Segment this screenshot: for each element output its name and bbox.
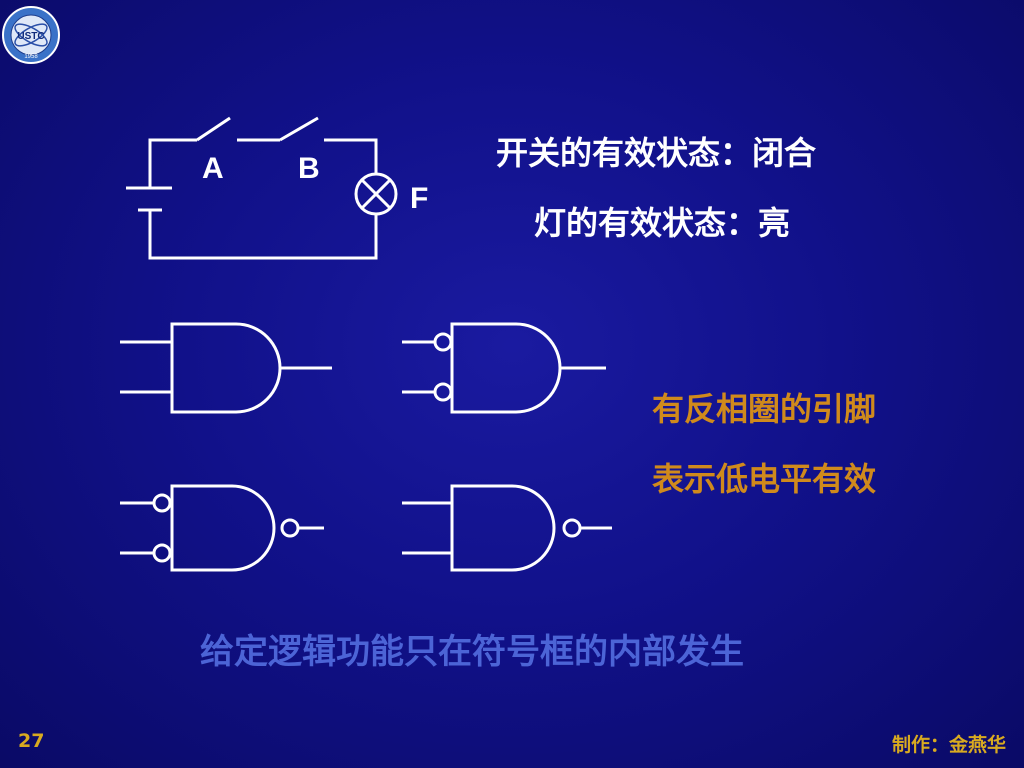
nand-gate [402, 484, 612, 572]
switch-b-label: B [298, 152, 320, 185]
logo-text: USTC [17, 31, 44, 42]
lamp-cross-2 [360, 178, 392, 210]
university-logo-icon: USTC 1958 [2, 6, 60, 64]
switch-lamp-circuit [126, 116, 398, 260]
gate-2-body [450, 322, 562, 414]
switch-state-text: 开关的有效状态：闭合 [496, 134, 817, 172]
and-gate [120, 322, 332, 414]
inversion-bubble-icon [433, 382, 453, 402]
and-gate-inverted-inputs [402, 322, 606, 414]
gate-inverted-inputs-and-output [120, 484, 324, 572]
and-gate-body [170, 322, 282, 414]
inversion-bubble-icon [280, 518, 300, 538]
wire-left-top [148, 138, 197, 188]
nand-gate-body [450, 484, 556, 572]
caption-text: 给定逻辑功能只在符号框的内部发生 [200, 632, 744, 672]
page-number: 27 [18, 730, 45, 752]
lamp-icon [354, 172, 398, 216]
logo-year: 1958 [24, 54, 38, 60]
inversion-bubble-icon [152, 543, 172, 563]
wire-bottom [148, 210, 378, 260]
lamp-label: F [410, 182, 428, 215]
author-credit: 制作：金燕华 [891, 734, 1006, 756]
note-line-1: 有反相圈的引脚 [652, 390, 877, 428]
gate-3-body [170, 484, 276, 572]
switch-a-blade [196, 116, 231, 142]
inversion-bubble-icon [562, 518, 582, 538]
note-line-2: 表示低电平有效 [652, 460, 877, 498]
switch-b-blade [279, 116, 319, 142]
inversion-bubble-icon [152, 493, 172, 513]
inversion-bubble-icon [433, 332, 453, 352]
lamp-state-text: 灯的有效状态：亮 [534, 204, 791, 242]
wire-right-top [324, 138, 378, 174]
switch-a-label: A [202, 152, 224, 185]
